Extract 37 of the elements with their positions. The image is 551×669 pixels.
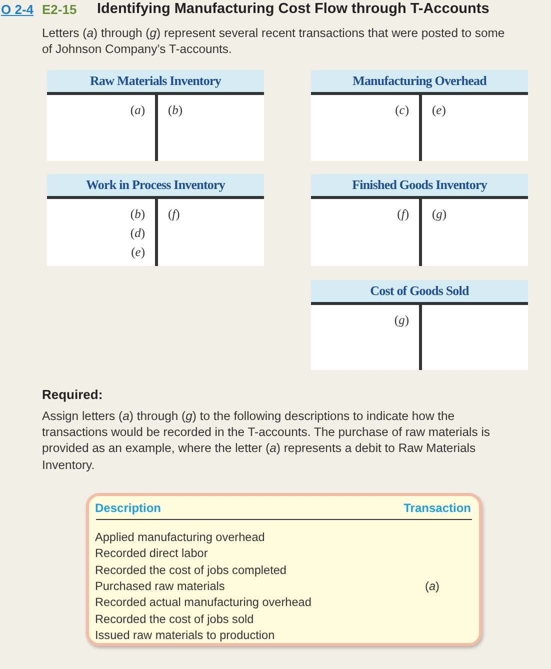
account-title: Raw Materials Inventory — [47, 70, 264, 95]
entry-letter: (f) — [168, 207, 180, 221]
entry-letter: (g) — [432, 207, 447, 221]
t-account — [311, 70, 528, 161]
t-account — [311, 280, 528, 370]
entry-letter: (b) — [130, 207, 145, 221]
column-header: Description — [95, 501, 162, 516]
entry-letter: (a) — [130, 103, 145, 117]
table-cell: Recorded the cost of jobs completed — [95, 562, 286, 578]
entry-letter: (b) — [168, 103, 183, 117]
exercise-title: Identifying Manufacturing Cost Flow through T-Accounts — [97, 1, 490, 17]
table-cell: Issued raw materials to production — [95, 628, 275, 643]
table-cell: Recorded the cost of jobs sold — [95, 612, 254, 626]
entry-letter: (e) — [131, 245, 145, 259]
t-account — [47, 174, 264, 266]
account-title: Finished Goods Inventory — [311, 174, 528, 199]
t-account — [311, 174, 528, 266]
table-cell: Recorded direct labor — [95, 546, 208, 562]
entry-letter: (f) — [397, 207, 409, 221]
table-cell: Purchased raw materials — [95, 578, 225, 594]
table-cell: (a) — [425, 578, 440, 594]
exercise-number: E2-15 — [42, 2, 77, 17]
instructions-paragraph: Assign letters (a) through (g) to the following descriptions to indicate how the transactions would be recorded in the T-accounts. The purchase of raw materials is provided as an example, where the letter (a) represents a debit to Raw Materials Inventory. — [42, 408, 492, 473]
table-cell: Recorded actual manufacturing overhead — [95, 595, 312, 610]
intro-paragraph: Letters (a) through (g) represent several recent transactions that were posted to some of Johnson Company’s T-accounts. — [42, 25, 506, 57]
entry-letter: (g) — [394, 313, 409, 327]
entry-letter: (d) — [130, 226, 145, 240]
section-heading: Required: — [42, 387, 103, 402]
objective-link: O 2-4 — [1, 2, 34, 17]
column-header: Transaction — [404, 501, 471, 516]
t-account — [47, 70, 264, 161]
entry-letter: (e) — [432, 103, 446, 117]
account-title: Cost of Goods Sold — [311, 280, 528, 305]
account-title: Manufacturing Overhead — [311, 70, 528, 95]
account-title: Work in Process Inventory — [47, 174, 264, 199]
table-cell: Applied manufacturing overhead — [95, 530, 265, 545]
entry-letter: (c) — [395, 103, 409, 117]
